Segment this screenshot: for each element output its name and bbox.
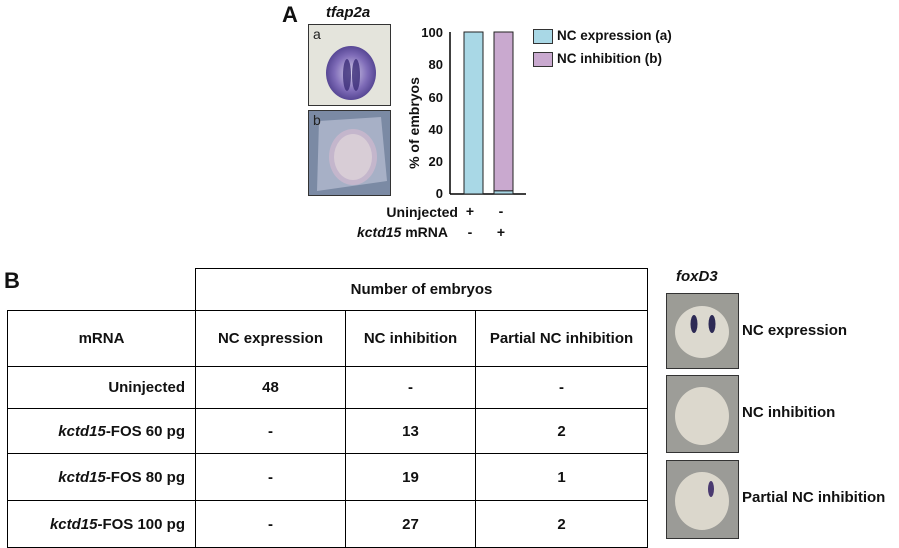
cell-nc-expression: 48 (195, 366, 346, 409)
row-mrna-cell: kctd15-FOS 100 pg (7, 500, 196, 548)
panel-a-letter: A (282, 2, 298, 27)
y-tick-label: 20 (428, 154, 443, 169)
image-b-letter: b (313, 112, 321, 128)
foxd3-embryo-partial (675, 472, 729, 530)
mrna-text: -FOS 100 pg (97, 515, 185, 533)
legend-label-nc-expression: NC expression (a) (557, 28, 672, 43)
row-mrna-cell: kctd15-FOS 80 pg (7, 453, 196, 501)
image-a-letter: a (313, 26, 321, 42)
cell-partial-nc-inhibition: - (475, 366, 648, 409)
cell-nc-expression: - (195, 453, 346, 501)
bar-nc-inhibition (493, 31, 514, 192)
group-header-number-of-embryos: Number of embryos (195, 268, 648, 311)
embryo-image-a: a (308, 24, 391, 106)
column-header-mrna: mRNA (7, 310, 196, 367)
table-blank-cell (7, 268, 196, 311)
foxd3-label-nc-expression: NC expression (742, 322, 848, 339)
xrow-mark: + (496, 224, 506, 240)
y-axis-label: % of embryos (406, 77, 422, 169)
y-tick-label: 80 (428, 57, 443, 72)
embryo-a-drawing (326, 46, 376, 100)
mrna-text: Uninjected (108, 379, 185, 396)
xrow-mark: - (498, 203, 504, 219)
xrow-label: mRNA (401, 224, 448, 240)
legend-label-nc-inhibition: NC inhibition (b) (557, 51, 662, 66)
cell-nc-inhibition: 27 (345, 500, 476, 548)
mrna-text: -FOS 80 pg (105, 468, 185, 486)
embryo-image-b: b (308, 110, 391, 196)
embryo-count-table: Number of embryos mRNA NC expression NC … (7, 268, 648, 548)
bar-nc-expression (463, 31, 484, 195)
foxd3-embryo-expression (675, 306, 729, 358)
xrow-uninjected-label: Uninjected (340, 204, 458, 220)
mrna-italic: kctd15 (49, 515, 98, 533)
y-tick-label: 40 (428, 122, 443, 137)
y-tick-label: 0 (435, 186, 443, 201)
table-row: kctd15-FOS 100 pg - 27 2 (7, 500, 648, 548)
foxd3-image-nc-inhibition (666, 375, 739, 453)
xrow-mark: + (465, 203, 475, 219)
cell-partial-nc-inhibition: 2 (475, 500, 648, 548)
y-tick-label: 60 (428, 90, 443, 105)
cell-partial-nc-inhibition: 2 (475, 408, 648, 454)
xrow-mark: - (467, 224, 473, 240)
mrna-italic: kctd15 (58, 468, 106, 486)
column-header-nc-expression: NC expression (195, 310, 346, 367)
foxd3-label-partial-nc-inhibition: Partial NC inhibition (742, 489, 886, 506)
tfap2a-label: tfap2a (326, 4, 371, 21)
row-mrna-cell: Uninjected (7, 366, 196, 409)
column-header-nc-inhibition: NC inhibition (345, 310, 476, 367)
mrna-text: -FOS 60 pg (105, 422, 185, 440)
xrow-label-italic: kctd15 (356, 224, 402, 240)
legend-swatch-nc-expression (533, 29, 553, 44)
embryo-b-drawing (317, 117, 387, 191)
cell-partial-nc-inhibition: 1 (475, 453, 648, 501)
foxd3-embryo-inhibition (675, 387, 729, 445)
cell-nc-expression: - (195, 408, 346, 454)
table-row: kctd15-FOS 60 pg - 13 2 (7, 408, 648, 454)
xrow-kctd15-label: kctd15 mRNA (320, 224, 448, 240)
mrna-italic: kctd15 (58, 422, 106, 440)
foxd3-image-nc-expression (666, 293, 739, 369)
table-group-header-row: Number of embryos (7, 268, 648, 311)
y-tick-label: 100 (421, 25, 443, 40)
cell-nc-inhibition: 19 (345, 453, 476, 501)
cell-nc-expression: - (195, 500, 346, 548)
legend-swatch-nc-inhibition (533, 52, 553, 67)
row-mrna-cell: kctd15-FOS 60 pg (7, 408, 196, 454)
table-header-row: mRNA NC expression NC inhibition Partial… (7, 310, 648, 367)
table-row: kctd15-FOS 80 pg - 19 1 (7, 453, 648, 501)
foxd3-label: foxD3 (676, 268, 718, 285)
xrow-label: Uninjected (386, 204, 458, 220)
cell-nc-inhibition: - (345, 366, 476, 409)
table-row: Uninjected 48 - - (7, 366, 648, 409)
column-header-partial-nc-inhibition: Partial NC inhibition (475, 310, 648, 367)
cell-nc-inhibition: 13 (345, 408, 476, 454)
stacked-bar-chart (449, 31, 526, 195)
foxd3-image-partial-nc-inhibition (666, 460, 739, 539)
foxd3-label-nc-inhibition: NC inhibition (742, 404, 836, 421)
